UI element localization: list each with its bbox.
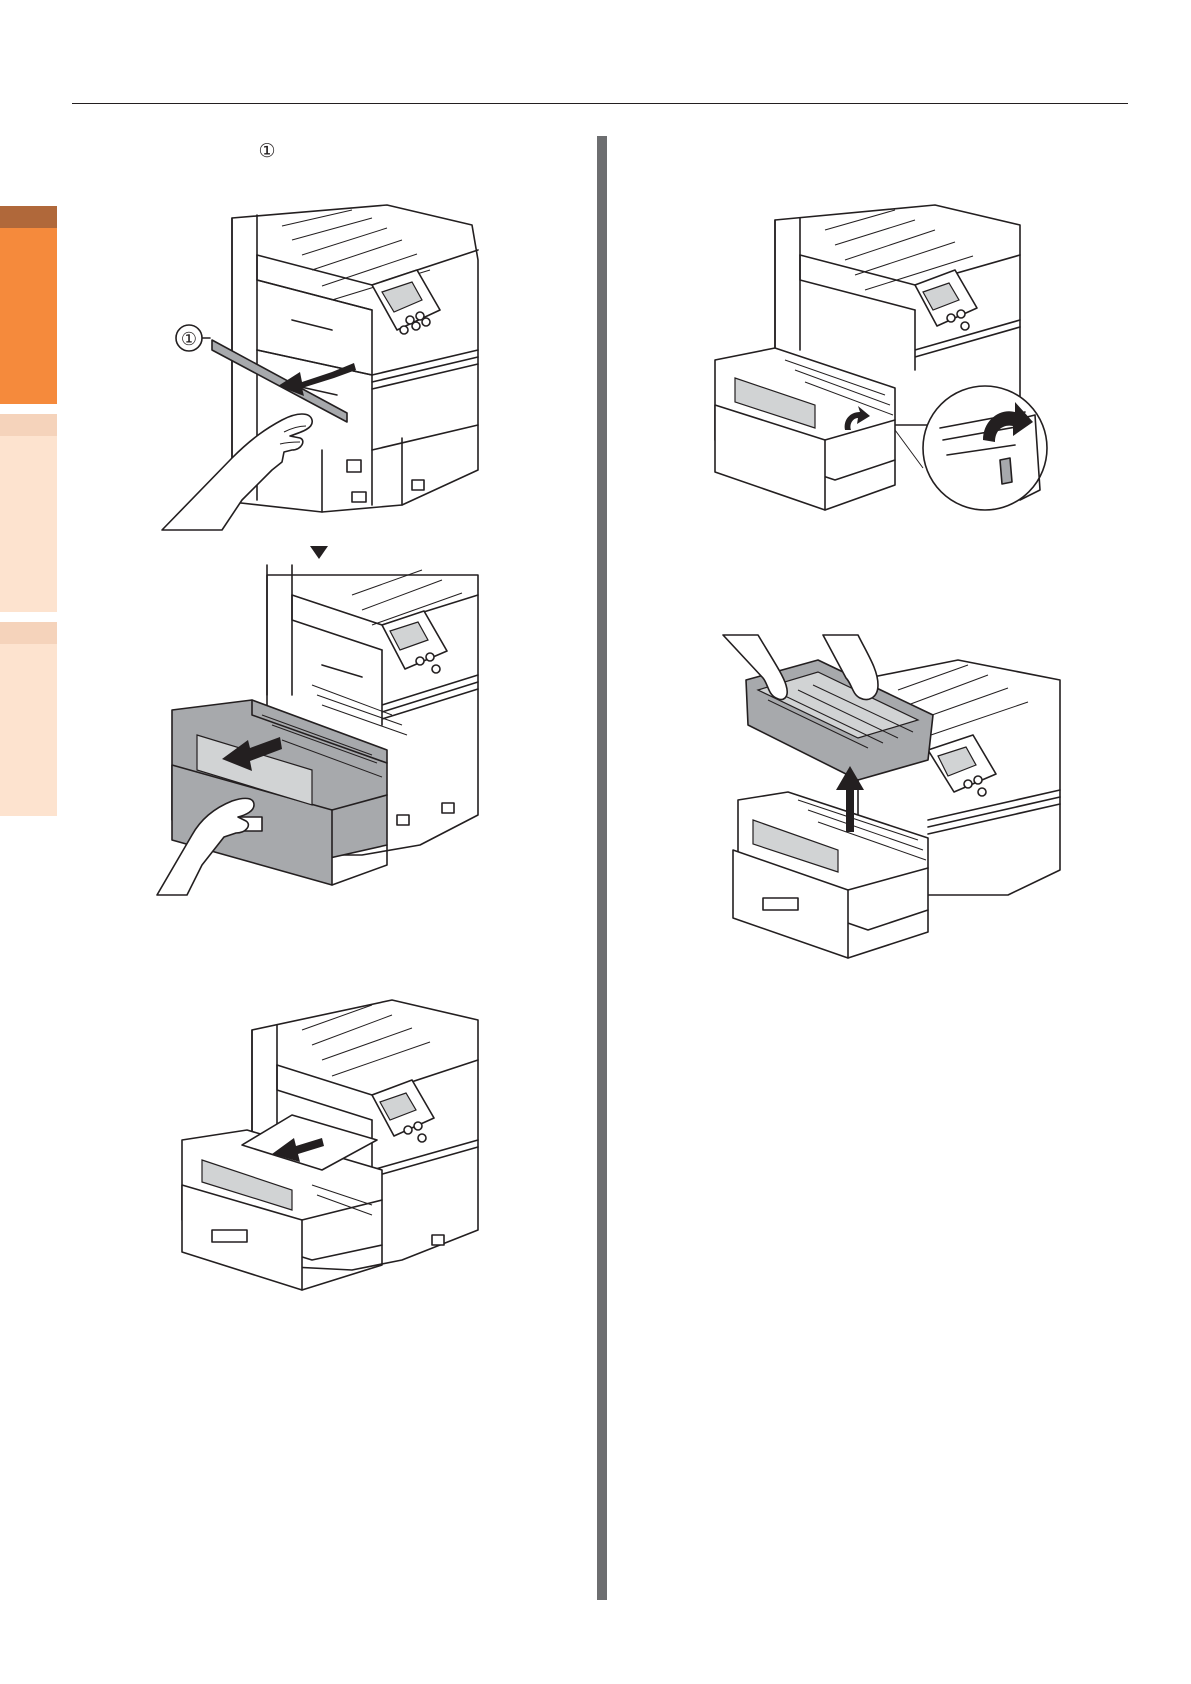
side-tab-2[interactable] xyxy=(0,436,57,612)
printer-remove-paper-illustration xyxy=(172,990,478,1290)
column-divider xyxy=(597,136,607,1600)
side-tab-3-cap[interactable] xyxy=(0,622,57,644)
figure-callout: ① xyxy=(181,329,197,350)
side-tab-2-cap[interactable] xyxy=(0,414,57,436)
step-callout-marker: ① xyxy=(256,140,278,162)
header-rule xyxy=(72,103,1128,104)
printer-release-levers-illustration xyxy=(715,200,1051,530)
printer-pull-out-unit-illustration xyxy=(162,565,478,895)
side-tab-1[interactable] xyxy=(0,228,57,404)
side-tab-3[interactable] xyxy=(0,644,57,816)
next-step-arrow-icon xyxy=(310,546,328,559)
side-tab-1-cap[interactable] xyxy=(0,206,57,228)
printer-lift-fuser-illustration xyxy=(728,640,1060,960)
printer-pull-handle-illustration: ① xyxy=(172,200,478,530)
